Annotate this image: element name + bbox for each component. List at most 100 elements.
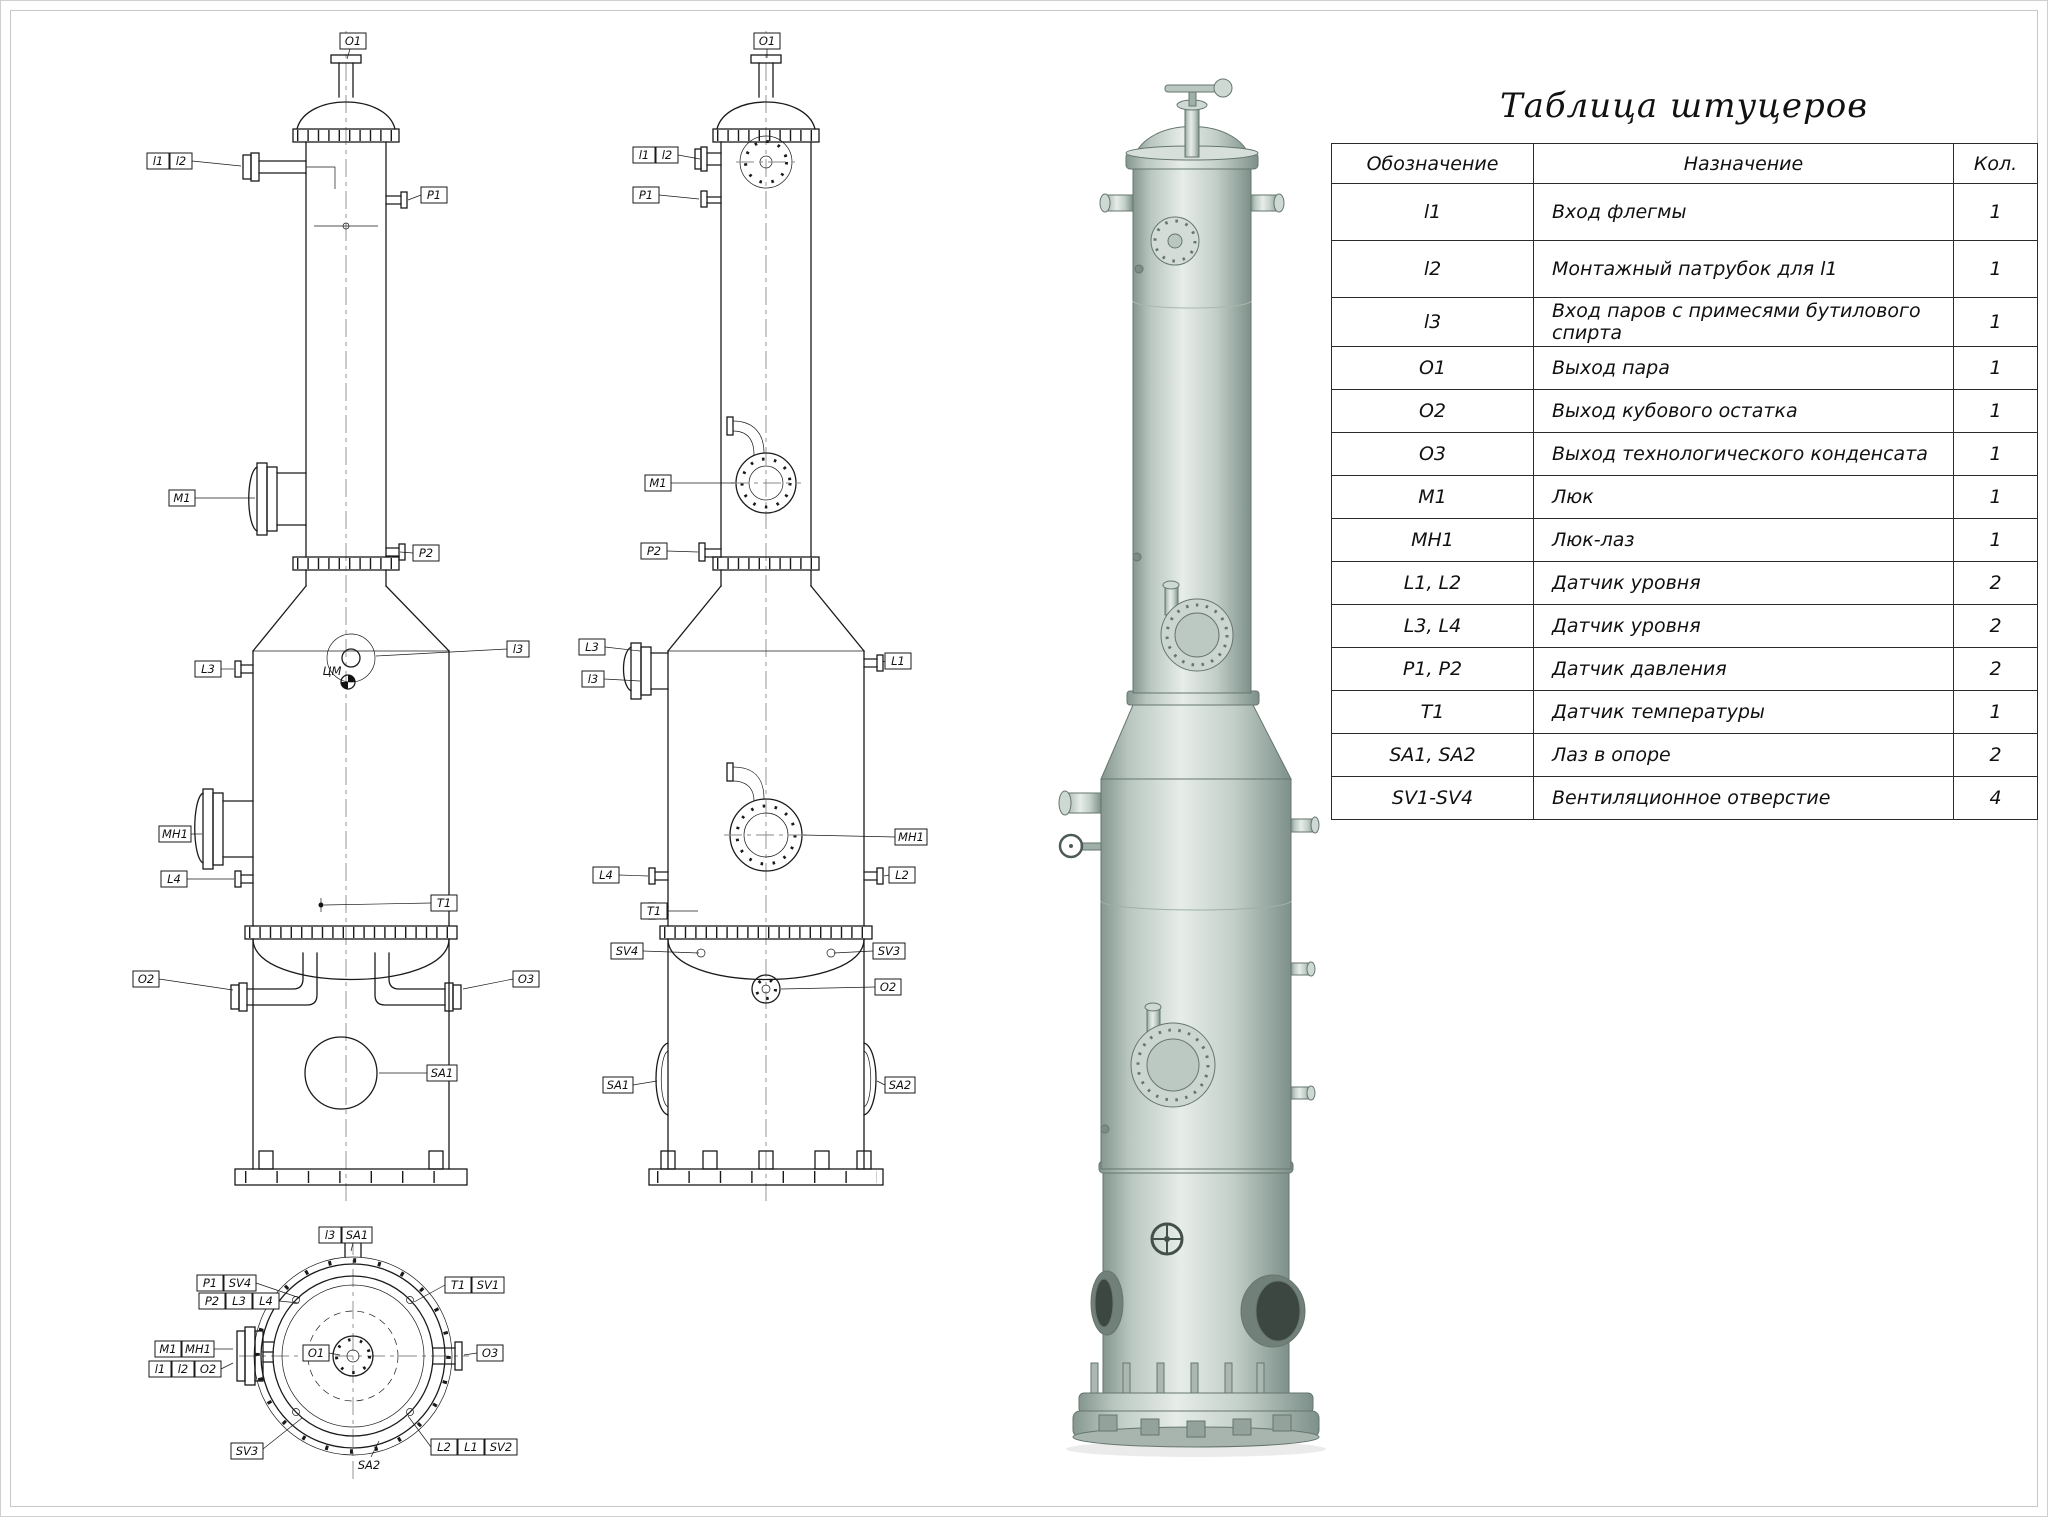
cell-purpose: Датчик уровня: [1533, 604, 1954, 648]
svg-text:M1: M1: [649, 476, 666, 490]
cell-purpose: Вход флегмы: [1533, 183, 1954, 241]
cell-purpose: Вход паров с примесями бутилового спирта: [1533, 297, 1954, 347]
column-3d-render: [1058, 78, 1326, 1457]
label-L3: L3: [578, 638, 606, 656]
label-sa2: SA2: [884, 1076, 916, 1094]
svg-text:l3: l3: [588, 672, 599, 686]
nozzle-table-section: Таблица штуцеров Обозначение Назначение …: [1331, 86, 2038, 820]
cell-purpose: Люк: [1533, 475, 1954, 519]
label-sv3: SV3: [872, 942, 906, 960]
svg-text:O1: O1: [308, 1346, 324, 1360]
svg-text:O1: O1: [759, 34, 775, 48]
label-sv3: SV3: [230, 1442, 264, 1460]
svg-text:SV4: SV4: [229, 1276, 251, 1290]
label-L3: L3: [194, 660, 222, 678]
svg-text:SA1: SA1: [346, 1228, 368, 1242]
svg-text:M1: M1: [159, 1342, 176, 1356]
label-p2: P2: [640, 542, 668, 560]
cell-qty: 2: [1953, 561, 2038, 605]
label-t1: T1: [444, 1276, 472, 1294]
svg-text:L4: L4: [599, 868, 613, 882]
cell-designation: O3: [1331, 432, 1534, 476]
cell-purpose: Лаз в опоре: [1533, 733, 1954, 777]
svg-text:P1: P1: [203, 1276, 217, 1290]
label-L4: L4: [160, 870, 188, 888]
label-L2: L2: [430, 1438, 458, 1456]
header-purpose: Назначение: [1533, 143, 1954, 184]
svg-text:L3: L3: [232, 1294, 246, 1308]
cell-purpose: Монтажный патрубок для l1: [1533, 240, 1954, 298]
front-view: O1 l1 l2 P1 M1 P2 L3 l3 MH1 L4 T1 O2 O3 …: [132, 31, 540, 1201]
svg-text:P2: P2: [419, 546, 433, 560]
label-l3: l3: [506, 640, 530, 658]
label-L2: L2: [888, 866, 916, 884]
label-p1: P1: [420, 186, 448, 204]
label-o1: O1: [302, 1344, 330, 1362]
label-p1: P1: [632, 186, 660, 204]
manhole-m1: [1160, 580, 1234, 672]
label-sv1: SV1: [471, 1276, 505, 1294]
label-l3: l3: [581, 670, 605, 688]
svg-text:SV3: SV3: [236, 1444, 258, 1458]
cell-designation: O1: [1331, 346, 1534, 390]
svg-text:MH1: MH1: [898, 830, 924, 844]
cell-designation: SV1-SV4: [1331, 776, 1534, 820]
svg-text:SV2: SV2: [490, 1440, 512, 1454]
label-sa2: SA2: [358, 1458, 380, 1472]
table-title: Таблица штуцеров: [1499, 86, 1869, 126]
svg-text:L1: L1: [891, 654, 905, 668]
table-row: SV1-SV4 Вентиляционное отверстие 4: [1331, 776, 2038, 820]
svg-text:L3: L3: [585, 640, 599, 654]
label-l2: l2: [655, 146, 679, 164]
svg-text:l1: l1: [155, 1362, 166, 1376]
label-p2: P2: [198, 1292, 226, 1310]
svg-text:P2: P2: [205, 1294, 219, 1308]
svg-text:SA1: SA1: [607, 1078, 629, 1092]
svg-text:l3: l3: [325, 1228, 336, 1242]
label-l1: l1: [146, 152, 170, 170]
cell-purpose: Датчик температуры: [1533, 690, 1954, 734]
label-o2: O2: [194, 1360, 222, 1378]
label-sa1: SA1: [426, 1064, 458, 1082]
cell-purpose: Выход технологического конденсата: [1533, 432, 1954, 476]
cell-designation: SA1, SA2: [1331, 733, 1534, 777]
svg-text:P2: P2: [647, 544, 661, 558]
top-view: l3 SA1 P1 SV4 P2 L3 L4 T1 SV1 M1 MH1 l1 …: [148, 1226, 518, 1479]
cell-designation: T1: [1331, 690, 1534, 734]
label-L1: L1: [884, 652, 912, 670]
label-l3: l3: [318, 1226, 342, 1244]
svg-text:l2: l2: [176, 154, 187, 168]
cell-qty: 4: [1953, 776, 2038, 820]
svg-text:O2: O2: [138, 972, 154, 986]
cell-qty: 1: [1953, 297, 2038, 347]
cell-purpose: Датчик давления: [1533, 647, 1954, 691]
cell-designation: MH1: [1331, 518, 1534, 562]
svg-text:SV4: SV4: [616, 944, 638, 958]
cell-designation: l2: [1331, 240, 1534, 298]
label-o2: O2: [132, 970, 160, 988]
table-row: SA1, SA2 Лаз в опоре 2: [1331, 733, 2038, 777]
label-sv4: SV4: [610, 942, 644, 960]
label-sa1: SA1: [341, 1226, 373, 1244]
label-p1: P1: [196, 1274, 224, 1292]
header-designation: Обозначение: [1331, 143, 1534, 184]
cell-qty: 1: [1953, 475, 2038, 519]
svg-text:P1: P1: [427, 188, 441, 202]
svg-text:O2: O2: [880, 980, 896, 994]
cell-purpose: Вентиляционное отверстие: [1533, 776, 1954, 820]
table-row: O2 Выход кубового остатка 1: [1331, 389, 2038, 433]
side-view: O1 l1 l2 P1 M1 P2 L3 l3 L1 MH1 L4 L2 T1 …: [578, 31, 928, 1201]
table-row: O3 Выход технологического конденсата 1: [1331, 432, 2038, 476]
cell-qty: 1: [1953, 240, 2038, 298]
header-qty: Кол.: [1953, 143, 2038, 184]
table-row: MH1 Люк-лаз 1: [1331, 518, 2038, 562]
nozzle-table-body: l1 Вход флегмы 1 l2 Монтажный патрубок д…: [1331, 183, 2038, 820]
top-nozzle: [1164, 78, 1233, 158]
skirt-access-opening: [1090, 1270, 1306, 1348]
table-row: L3, L4 Датчик уровня 2: [1331, 604, 2038, 648]
label-o3: O3: [476, 1344, 504, 1362]
svg-text:P1: P1: [639, 188, 653, 202]
table-row: T1 Датчик температуры 1: [1331, 690, 2038, 734]
